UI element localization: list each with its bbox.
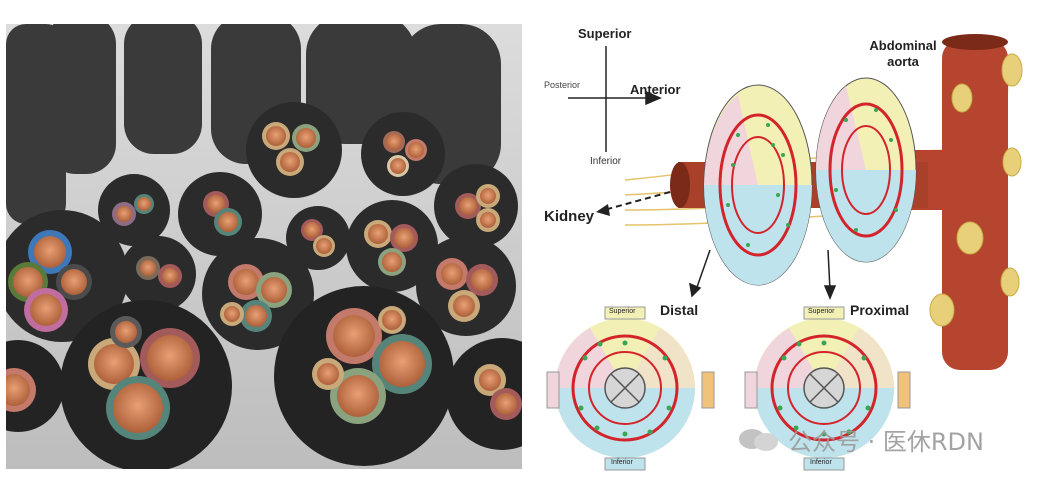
inferior-label: Inferior (590, 156, 622, 167)
abdominal-aorta-label-line1: Abdominal (869, 38, 937, 53)
watermark: 公众号 · 医休RDN (738, 422, 984, 457)
proximal-inferior-tag: Inferior (810, 459, 832, 466)
cables-photo (6, 24, 522, 469)
posterior-label: Posterior (544, 80, 581, 90)
distal-superior-tag: Superior (609, 308, 636, 315)
proximal-cross-section-disc (815, 77, 917, 263)
kidney-arrow (596, 191, 671, 216)
distal-label: Distal (660, 302, 699, 318)
abdominal-aorta-label-line2: aorta (887, 54, 919, 69)
cable-ends (6, 102, 522, 469)
distal-cross-section-disc (703, 84, 813, 286)
anterior-label: Anterior (630, 82, 681, 97)
abdominal-aorta (910, 34, 1023, 370)
cables-illustration (6, 24, 522, 469)
chat-bubble-icon (739, 428, 778, 451)
abdominal-aorta-label: Abdominal aorta (860, 38, 946, 70)
superior-label: Superior (578, 26, 632, 41)
proximal-label: Proximal (850, 302, 910, 318)
distal-inferior-tag: Inferior (611, 459, 633, 466)
orientation-compass (568, 46, 662, 152)
detail-arrows (689, 249, 837, 300)
renal-artery-diagram: Superior Anterior Posterior Inferior Abd… (530, 0, 1051, 489)
watermark-text: 公众号 · 医休RDN (788, 428, 984, 456)
distal-detail-circle (555, 318, 695, 458)
proximal-superior-tag: Superior (808, 308, 835, 315)
orientation-tags (546, 306, 911, 471)
kidney-label: Kidney (544, 208, 595, 225)
proximal-detail-circle (754, 318, 894, 458)
